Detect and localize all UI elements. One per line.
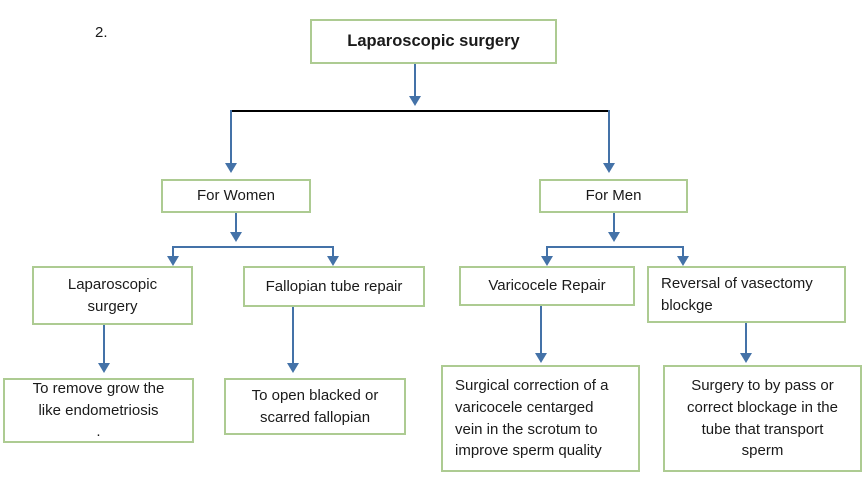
node-laparoscopic-surgery-root[interactable]: Laparoscopic surgery xyxy=(310,19,557,64)
connector-women-down-arrowhead xyxy=(230,232,242,242)
connector-women-down-line xyxy=(235,213,237,237)
node-for-men[interactable]: For Men xyxy=(539,179,688,213)
connector-women-child1-line xyxy=(172,246,174,261)
connector-women-split-bar xyxy=(172,246,334,248)
node-laparoscopic-surgery-women[interactable]: Laparoscopic surgery xyxy=(32,266,193,325)
node-label: Laparoscopic surgery xyxy=(347,31,520,50)
connector-to-for-men-arrowhead xyxy=(603,163,615,173)
connector-women-child1-arrowhead xyxy=(167,256,179,266)
connector-men-down-arrowhead xyxy=(608,232,620,242)
node-fallopian-tube-repair[interactable]: Fallopian tube repair xyxy=(243,266,425,307)
connector-to-for-women-line xyxy=(230,110,232,168)
connector-leaf4-arrowhead xyxy=(740,353,752,363)
node-surgery-bypass-correct-blockage[interactable]: Surgery to by pass or correct blockage i… xyxy=(663,365,862,472)
connector-women-child2-arrowhead xyxy=(327,256,339,266)
node-label: Reversal of vasectomy blockge xyxy=(661,274,813,314)
connector-root-down-arrowhead xyxy=(409,96,421,106)
connector-men-child2-arrowhead xyxy=(677,256,689,266)
connector-split-bar-top xyxy=(230,110,609,112)
node-label: To remove grow the like endometriosis . xyxy=(32,379,165,441)
connector-root-down-line xyxy=(414,64,416,102)
node-for-women[interactable]: For Women xyxy=(161,179,311,213)
node-label: To open blacked or scarred fallopian xyxy=(251,386,379,426)
connector-leaf3-line xyxy=(540,306,542,358)
connector-men-child1-line xyxy=(546,246,548,261)
node-label: Surgery to by pass or correct blockage i… xyxy=(687,377,838,460)
connector-to-for-women-arrowhead xyxy=(225,163,237,173)
node-label: Varicocele Repair xyxy=(488,277,606,295)
node-label: Fallopian tube repair xyxy=(265,277,403,295)
node-label: For Women xyxy=(196,187,276,205)
connector-men-child1-arrowhead xyxy=(541,256,553,266)
node-surgical-correction-varicocele[interactable]: Surgical correction of a varicocele cent… xyxy=(441,365,640,472)
node-label: For Men xyxy=(585,187,642,205)
connector-leaf3-arrowhead xyxy=(535,353,547,363)
connector-men-down-line xyxy=(613,213,615,237)
connector-men-child2-line xyxy=(682,246,684,261)
connector-leaf4-line xyxy=(745,323,747,358)
node-label: Surgical correction of a varicocele cent… xyxy=(455,377,609,460)
connector-leaf2-line xyxy=(292,307,294,368)
node-to-open-blacked-scarred-fallopian[interactable]: To open blacked or scarred fallopian xyxy=(224,378,406,435)
connector-leaf1-line xyxy=(103,325,105,368)
connector-women-child2-line xyxy=(332,246,334,261)
node-label: Laparoscopic surgery xyxy=(67,275,158,315)
connector-to-for-men-line xyxy=(608,110,610,168)
sequence-number-label: 2. xyxy=(95,24,108,41)
connector-leaf2-arrowhead xyxy=(287,363,299,373)
connector-leaf1-arrowhead xyxy=(98,363,110,373)
node-varicocele-repair[interactable]: Varicocele Repair xyxy=(459,266,635,306)
connector-men-split-bar xyxy=(546,246,682,248)
node-reversal-of-vasectomy-blockge[interactable]: Reversal of vasectomy blockge xyxy=(647,266,846,323)
node-to-remove-grow-endometriosis[interactable]: To remove grow the like endometriosis . xyxy=(3,378,194,443)
